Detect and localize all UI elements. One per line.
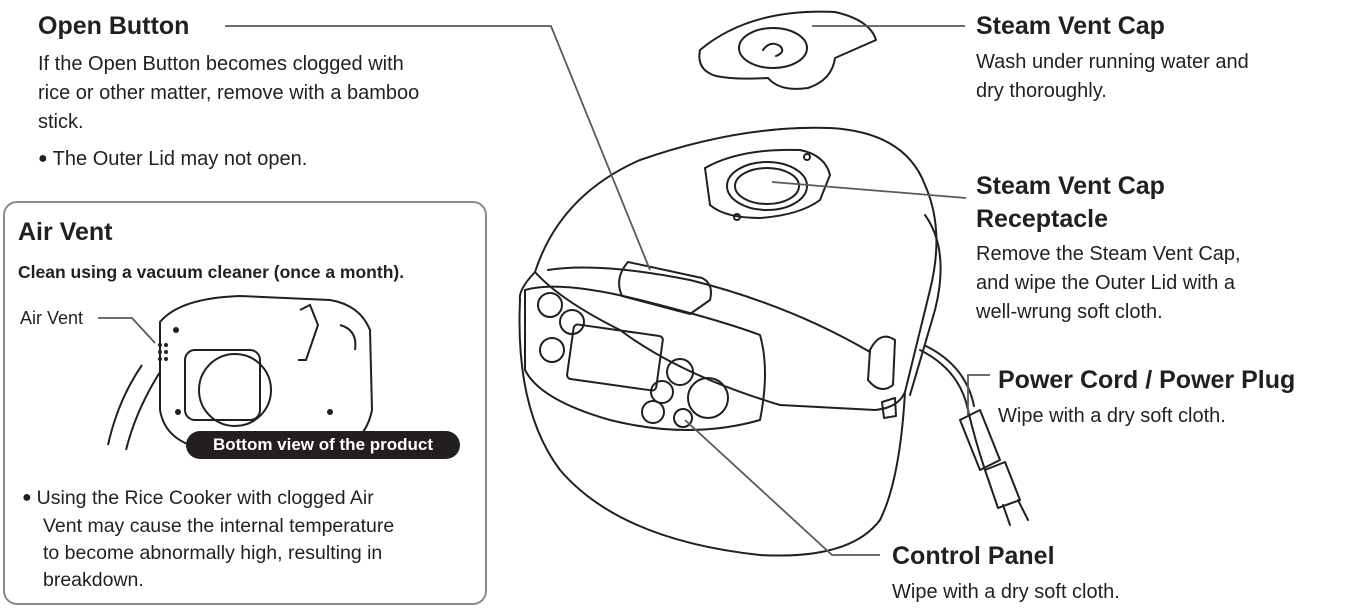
rice-cooker-body [518, 126, 942, 557]
air-vent-warning-line: Using the Rice Cooker with clogged Air [22, 485, 394, 513]
steam-vent-receptacle-line: and wipe the Outer Lid with a [976, 272, 1236, 294]
steam-vent-cap-line: dry thoroughly. [976, 80, 1107, 102]
power-cord-description: Wipe with a dry soft cloth. [998, 405, 1226, 427]
bottom-view-label: Bottom view of the product [186, 431, 460, 459]
control-panel-heading: Control Panel [892, 542, 1055, 570]
steam-vent-cap-line: Wash under running water and [976, 51, 1249, 73]
steam-vent-cap-illustration [698, 10, 877, 90]
air-vent-panel [3, 201, 487, 605]
open-button-note: The Outer Lid may not open. [38, 145, 308, 175]
air-vent-warning: Using the Rice Cooker with clogged Air V… [22, 485, 395, 594]
leader-power-cord [967, 374, 990, 415]
air-vent-subheading: Clean using a vacuum cleaner (once a mon… [18, 262, 405, 282]
air-vent-callout-label: Air Vent [20, 308, 84, 328]
power-cord-heading: Power Cord / Power Plug [998, 366, 1296, 394]
open-button-line: If the Open Button becomes clogged with [38, 53, 404, 75]
air-vent-holes [158, 327, 333, 415]
air-vent-heading: Air Vent [18, 218, 113, 246]
open-button-line: stick. [38, 111, 84, 133]
open-button-line: rice or other matter, remove with a bamb… [38, 82, 420, 104]
leader-control-panel [684, 419, 880, 556]
steam-vent-receptacle-description: Remove the Steam Vent Cap, and wipe the … [976, 240, 1241, 327]
steam-vent-cap-heading: Steam Vent Cap [976, 12, 1165, 40]
air-vent-warning-line: to become abnormally high, resulting in [43, 542, 383, 564]
steam-vent-receptacle-line: well-wrung soft cloth. [976, 301, 1163, 323]
air-vent-warning-line: breakdown. [43, 569, 144, 591]
leader-open-button [225, 25, 651, 271]
steam-vent-cap-description: Wash under running water and dry thoroug… [976, 48, 1249, 106]
air-vent-warning-line: Vent may cause the internal temperature [43, 515, 395, 537]
open-button-description: If the Open Button becomes clogged with … [38, 50, 419, 137]
control-panel-description: Wipe with a dry soft cloth. [892, 581, 1120, 603]
leader-air-vent [98, 317, 156, 344]
steam-vent-receptacle-heading-line: Steam Vent Cap [976, 172, 1165, 200]
bottom-view-illustration [107, 294, 374, 454]
steam-vent-receptacle-heading: Steam Vent Cap Receptacle [976, 170, 1165, 236]
steam-vent-receptacle-heading-line: Receptacle [976, 205, 1109, 233]
leader-steam-vent-receptacle [771, 181, 967, 199]
steam-vent-receptacle-line: Remove the Steam Vent Cap, [976, 243, 1241, 265]
open-button-heading: Open Button [38, 12, 190, 40]
